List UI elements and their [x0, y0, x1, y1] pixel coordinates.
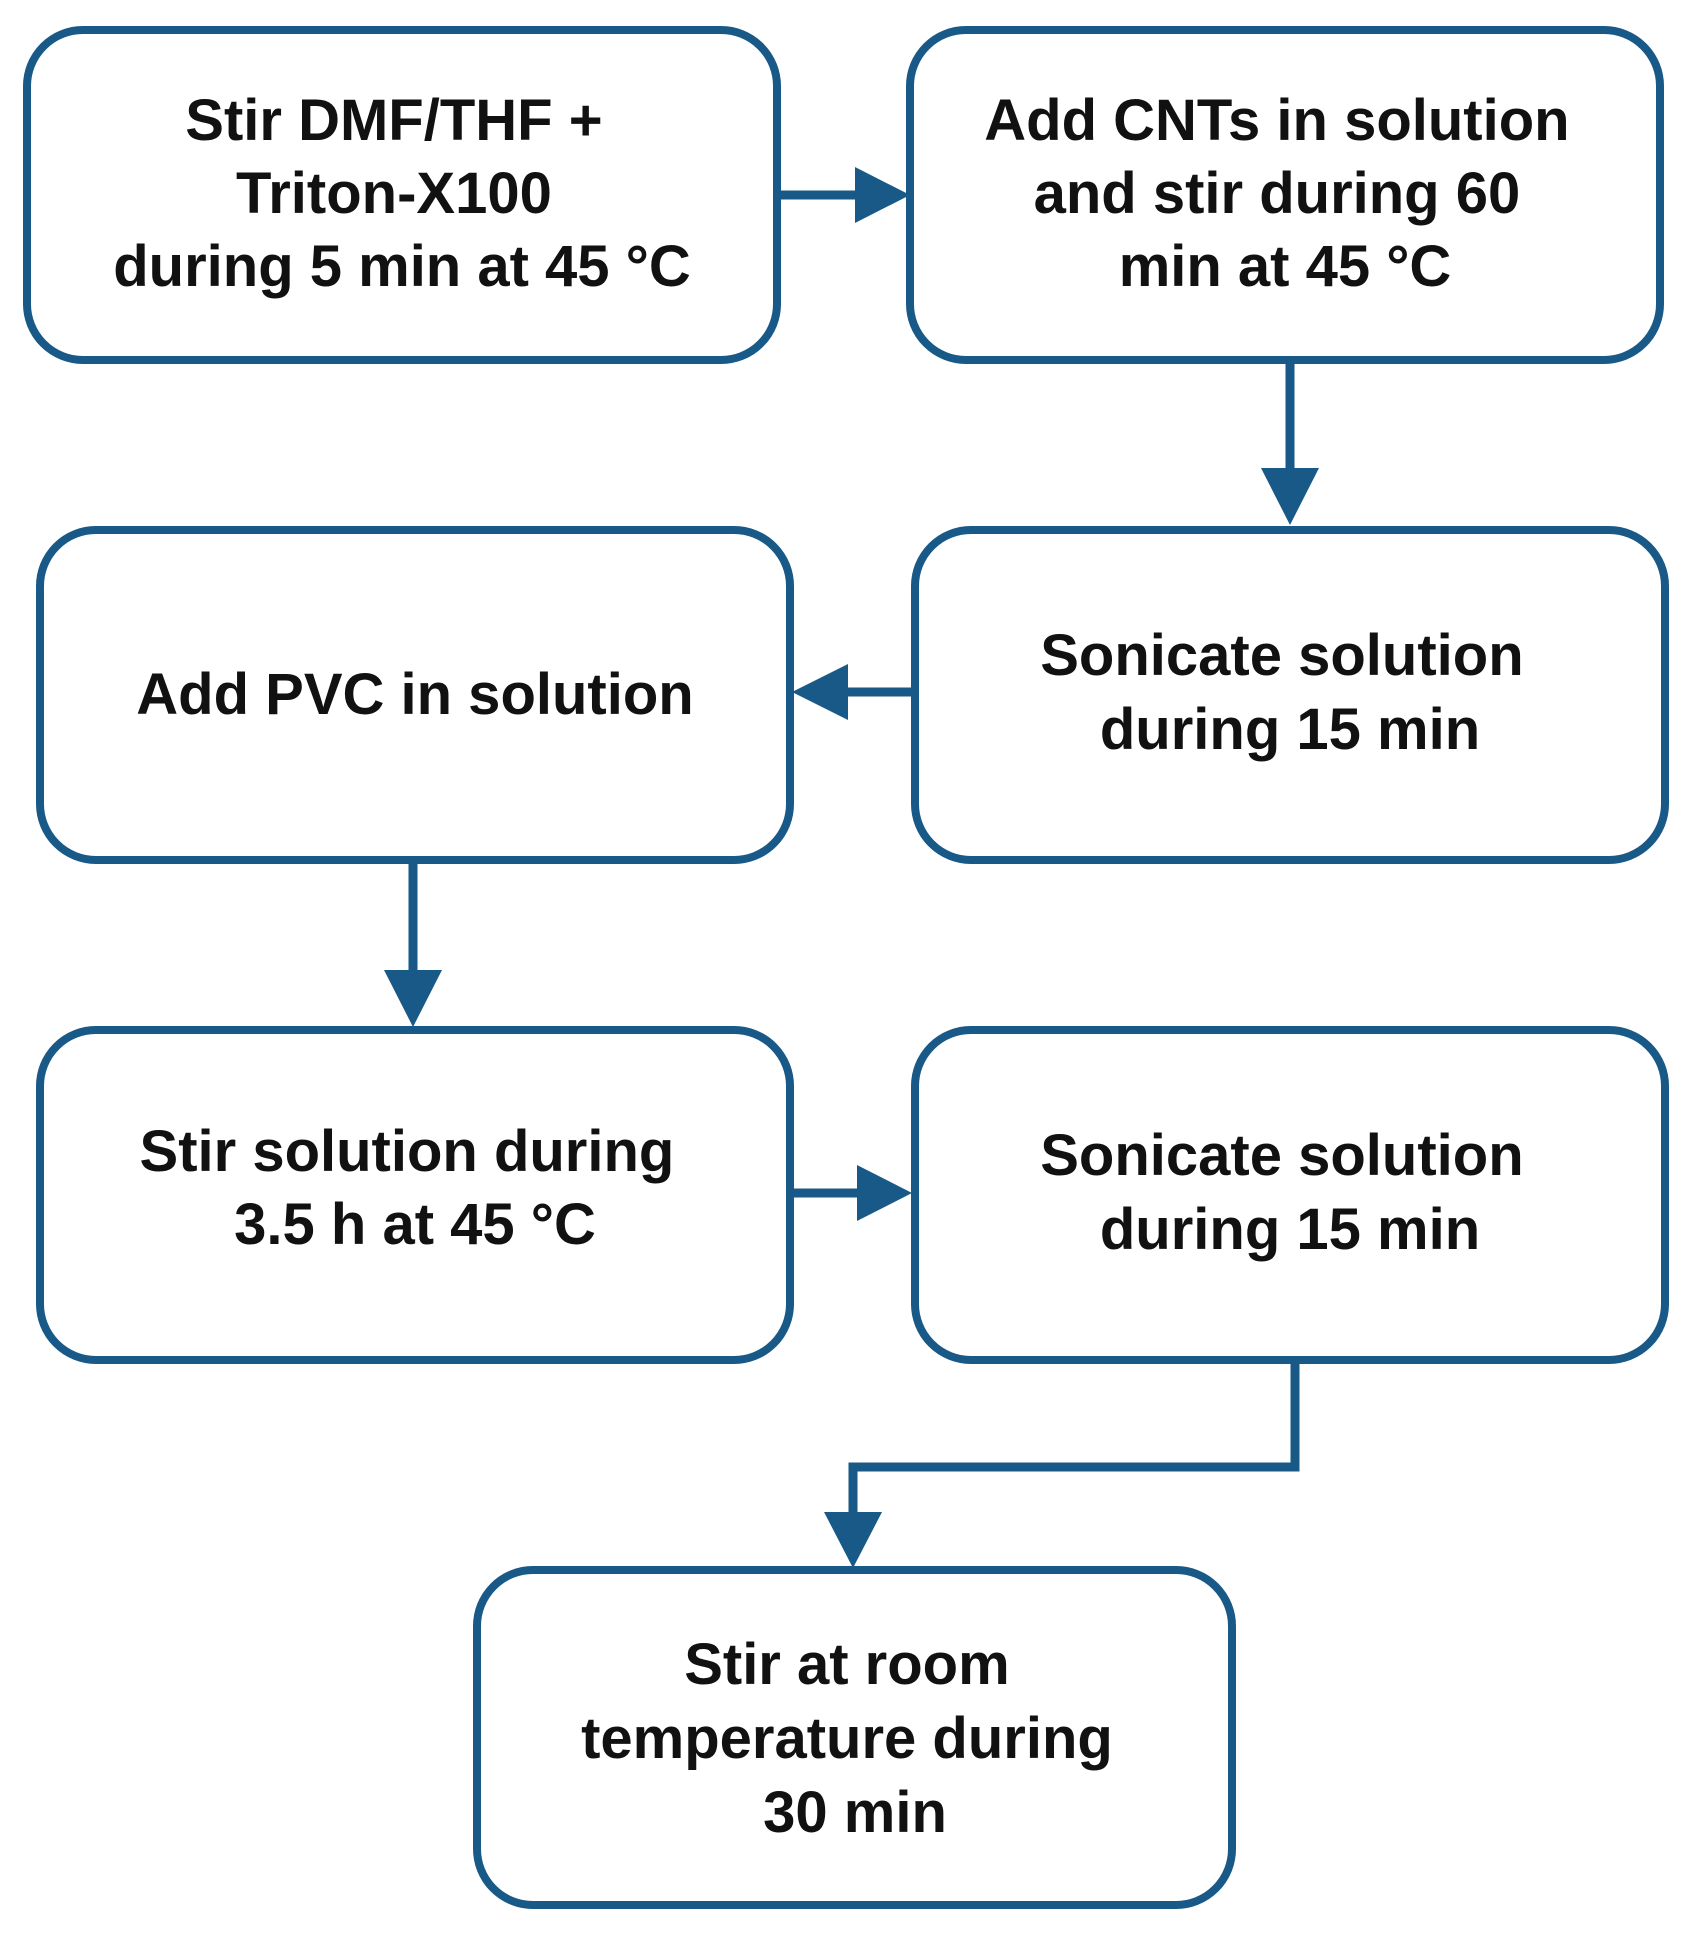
- arrow-step4-to-step5: [384, 860, 442, 1027]
- step3-text: Sonicate solution during 15 min: [1040, 623, 1540, 762]
- step3-box: [911, 526, 1669, 864]
- arrow-step2-to-step3: [1261, 360, 1319, 525]
- step2-text: Add CNTs in solution and stir during 60 …: [984, 88, 1585, 299]
- step6-box: [911, 1026, 1669, 1364]
- arrow-step3-to-step4: [792, 664, 915, 720]
- step6-text: Sonicate solution during 15 min: [1040, 1123, 1540, 1262]
- step4-text: Add PVC in solution: [136, 662, 693, 727]
- arrow-step1-to-step2: [777, 167, 910, 223]
- arrow-step5-to-step6: [790, 1165, 912, 1221]
- step7-box: [473, 1566, 1236, 1909]
- step7-text: Stir at room temperature during 30 min: [581, 1632, 1129, 1845]
- arrow-step6-to-step7: [824, 1360, 1300, 1568]
- step5-text: Stir solution during 3.5 h at 45 °C: [140, 1119, 691, 1257]
- step1-text: Stir DMF/THF + Triton-X100 during 5 min …: [113, 88, 691, 299]
